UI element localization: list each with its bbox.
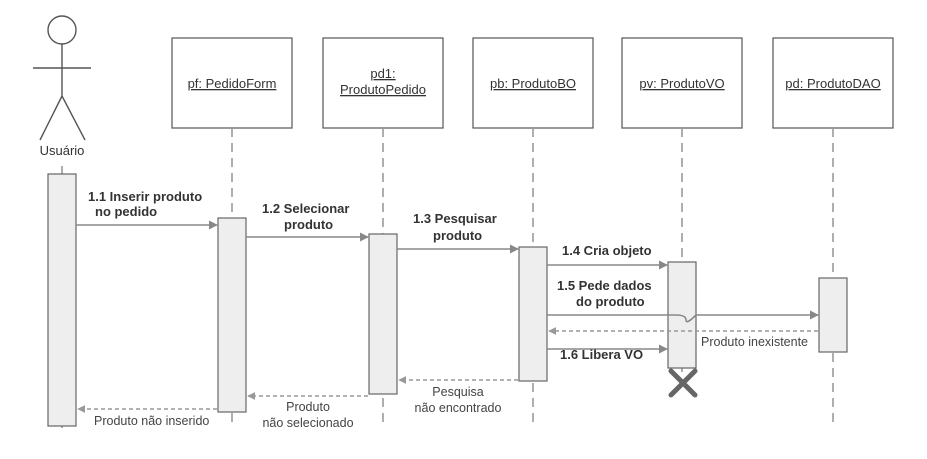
lifeline-pd-box bbox=[772, 37, 894, 129]
lifeline-pd1-label-line2: ProdutoPedido bbox=[340, 82, 426, 97]
message-1-4: 1.4 Cria objeto bbox=[547, 243, 668, 270]
lifeline-pd1: pd1: ProdutoPedido bbox=[322, 37, 444, 129]
message-1-3: 1.3 Pesquisar produto bbox=[397, 211, 519, 254]
message-1-6-label: 1.6 Libera VO bbox=[560, 347, 643, 362]
activation-usuario bbox=[47, 173, 77, 427]
message-1-1: 1.1 Inserir produto no pedido bbox=[76, 189, 218, 230]
message-1-2-label-line2: produto bbox=[284, 217, 333, 232]
lifeline-pv-label: pv: ProdutoVO bbox=[639, 76, 724, 91]
lifeline-pd-label: pd: ProdutoDAO bbox=[785, 76, 880, 91]
lifeline-pd1-box bbox=[322, 37, 444, 129]
lifeline-pf: pf: PedidoForm bbox=[171, 37, 293, 129]
message-1-4-label: 1.4 Cria objeto bbox=[562, 243, 652, 258]
message-1-1-label-line1: 1.1 Inserir produto bbox=[88, 189, 202, 204]
return-produto-inexistente: Produto inexistente bbox=[548, 327, 818, 349]
actor-head bbox=[47, 15, 77, 45]
lifeline-pd1-label-line1: pd1: bbox=[370, 66, 395, 81]
return-nao-encontrado-label-line1: Pesquisa bbox=[432, 385, 483, 399]
return-nao-selecionado-label-line2: não selecionado bbox=[262, 416, 353, 430]
return-produto-inexistente-label: Produto inexistente bbox=[701, 335, 808, 349]
lifeline-pf-label: pf: PedidoForm bbox=[188, 76, 277, 91]
return-nao-inserido: Produto não inserido bbox=[77, 405, 217, 428]
activation-pb bbox=[518, 246, 548, 382]
activation-pf bbox=[217, 217, 247, 413]
message-1-5-arrow bbox=[547, 310, 819, 323]
message-1-5-label-line1: 1.5 Pede dados bbox=[557, 278, 652, 293]
message-1-1-label-line2: no pedido bbox=[95, 204, 157, 219]
message-1-5-label-line2: do produto bbox=[576, 294, 645, 309]
destroy-x-icon bbox=[668, 368, 698, 398]
message-1-2: 1.2 Selecionar produto bbox=[246, 201, 369, 242]
message-1-2-label-line1: 1.2 Selecionar bbox=[262, 201, 349, 216]
return-nao-encontrado: Pesquisa não encontrado bbox=[398, 376, 518, 415]
actor-right-leg bbox=[61, 95, 86, 141]
return-nao-selecionado: Produto não selecionado bbox=[247, 392, 368, 430]
actor-left-leg bbox=[39, 95, 63, 141]
return-nao-encontrado-label-line2: não encontrado bbox=[415, 401, 502, 415]
lifeline-pv-box bbox=[621, 37, 743, 129]
message-1-3-label-line2: produto bbox=[433, 228, 482, 243]
lifeline-pf-box bbox=[171, 37, 293, 129]
lifeline-pd: pd: ProdutoDAO bbox=[772, 37, 894, 129]
actor-label: Usuário bbox=[40, 143, 85, 158]
message-1-5: 1.5 Pede dados do produto bbox=[547, 278, 819, 323]
lifeline-pb-label: pb: ProdutoBO bbox=[490, 76, 576, 91]
lifeline-pb: pb: ProdutoBO bbox=[472, 37, 594, 129]
lifeline-pb-box bbox=[472, 37, 594, 129]
message-1-6: 1.6 Libera VO bbox=[547, 344, 668, 362]
activation-pd1 bbox=[368, 233, 398, 395]
return-nao-inserido-label: Produto não inserido bbox=[94, 414, 209, 428]
return-nao-selecionado-label-line1: Produto bbox=[286, 400, 330, 414]
lifeline-pv: pv: ProdutoVO bbox=[621, 37, 743, 129]
actor-usuario: Usuário bbox=[33, 15, 91, 158]
message-1-3-label-line1: 1.3 Pesquisar bbox=[413, 211, 497, 226]
activation-pd bbox=[818, 277, 848, 353]
